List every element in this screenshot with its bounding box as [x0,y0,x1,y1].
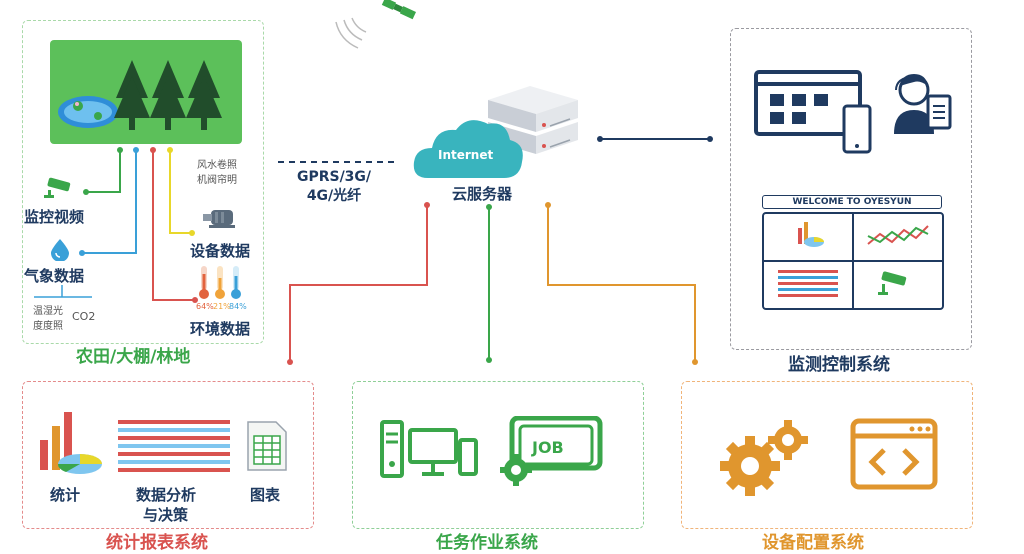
job-schedule-icon [500,416,603,486]
spreadsheet-icon [247,421,287,471]
weather-terms-line1: 温湿光 [33,306,63,317]
welcome-banner: WELCOME TO OYESYUN [762,195,942,209]
operator-person-icon [894,74,952,134]
network-link-line2: 4G/光纤 [306,188,362,204]
thermo-value-1: 64% [196,302,214,311]
weather-terms-line2: 度度照 [33,321,63,332]
equip-title: 设备配置系统 [762,533,864,553]
stats-panel [22,381,314,529]
thermo-value-3: 84% [229,302,247,311]
devices-icon [380,420,478,478]
thermo-value-2: 21% [213,302,231,311]
cctv-camera-icon [44,177,71,198]
charts-label: 图表 [250,486,281,504]
network-link-label: GPRS/3G/ 4G/光纤 [284,168,384,206]
internet-label: Internet [438,148,494,162]
thermometer-icons [199,266,241,299]
dashboard-widgets [764,214,942,308]
monitor-panel [730,28,972,350]
job-label: JOB [532,438,564,457]
gears-icon [720,420,808,496]
camera-label: 监控视频 [24,208,85,226]
task-title: 任务作业系统 [436,533,538,553]
analysis-label-line1: 数据分析 [136,486,197,504]
analysis-label-line2: 与决策 [143,506,189,524]
water-pump-icon [203,210,235,228]
data-analysis-grid-icon [118,420,230,472]
stats-chart-icon [40,412,102,474]
environment-label: 环境数据 [190,320,251,338]
equipment-terms-line2: 机阀帘明 [197,175,237,186]
stats-title: 统计报表系统 [106,533,208,553]
equip-panel [681,381,973,529]
forest-pond-illustration [58,60,222,130]
weather-terms-co2: CO2 [72,310,96,323]
monitor-screen-icon [754,70,872,154]
water-drop-icon [51,239,69,261]
equipment-terms-line1: 风水卷照 [197,160,237,171]
field-scene [50,40,242,144]
field-title: 农田/大棚/林地 [76,347,191,367]
cloud-server-label: 云服务器 [452,185,513,203]
code-window-icon [850,418,938,490]
cloud-server-illustration [413,86,578,178]
network-link-line1: GPRS/3G/ [296,169,372,185]
satellite-icon [335,0,417,49]
weather-label: 气象数据 [24,267,85,285]
field-panel [22,20,264,344]
equipment-label: 设备数据 [190,242,251,260]
dashboard-panel [762,212,944,310]
task-panel [352,381,644,529]
monitor-title: 监测控制系统 [788,355,890,375]
stats-item-label: 统计 [50,486,81,504]
